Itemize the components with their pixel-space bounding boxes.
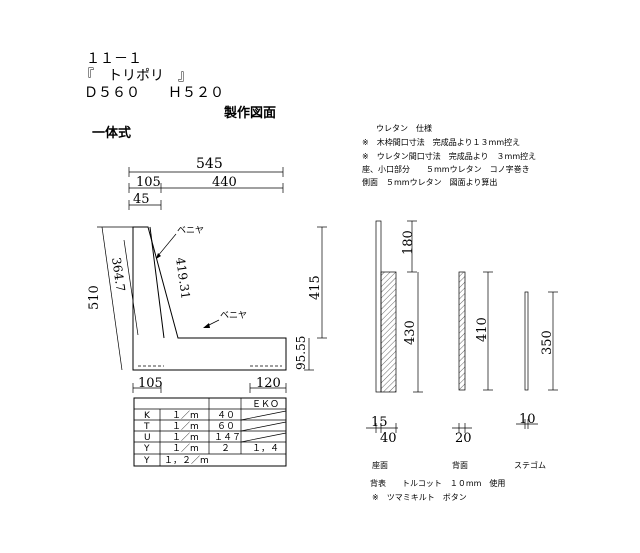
table-cell: １４７ [214,433,241,443]
table-cell: １，２／m [164,455,209,466]
part-label-back: 背面 [452,460,468,470]
note-line: 座、小口部分 ５mmウレタン コノ字巻き [362,164,530,174]
spec-table [133,397,287,467]
dim-back-top: 45 [133,192,150,207]
dim-height: 510 [87,285,102,310]
part-seat-drawing [366,220,423,433]
table-cell: ６０ [217,422,235,432]
table-cell: Y [143,444,150,454]
right-dims [304,226,327,371]
part-label-stegom: ステゴム [514,460,546,470]
dim-seat-thickness: 15 [371,415,388,430]
product-size: Ｄ５６０ Ｈ５２０ [84,85,224,101]
back-inner-line [149,226,165,339]
veneer-label-seat: ベニヤ [220,311,247,321]
dim-seat-total: 430 [403,320,418,345]
table-cell: １，４ [252,444,279,454]
sofa-profile [132,226,287,371]
table-cell: K [144,411,151,421]
footer-covering: 背表 トルコット １０mm 使用 [370,478,505,488]
note-line: 側面 ５mmウレタン 図面より算出 [362,177,497,187]
table-cell: １／m [172,443,199,454]
bottom-dims [132,383,287,393]
top-dimensions [128,167,284,210]
part-back-drawing [452,271,493,433]
dim-back-part-width: 20 [455,431,472,446]
back-inner-dim [123,239,139,336]
dim-seat-height: 95.55 [294,336,308,370]
table-cell: ４０ [217,411,235,421]
footer-button: ※ ツマミキルト ボタン [372,493,467,502]
veneer-pointer-top [156,233,177,258]
doc-title: 製作図面 [223,105,276,121]
dim-seat-upper: 180 [401,230,416,255]
dim-back-depth: 105 [136,175,161,190]
dim-bottom-front: 105 [138,376,163,391]
table-header-eko: ＥＫＯ [252,400,279,410]
veneer-arrow-top [156,253,161,259]
table-cell: T [143,422,150,432]
part-label-seat: 座面 [372,460,388,470]
table-cell: １／m [172,432,199,443]
dim-seat-width: 40 [380,431,397,446]
dim-total-depth: 545 [196,156,223,172]
type-label: 一体式 [92,125,131,141]
veneer-label-top: ベニヤ [177,226,204,236]
model-number: １１－１ [86,51,142,67]
table-cell: １／m [172,421,199,432]
dim-stegom-width: 10 [519,412,536,427]
product-name: 『 トリポリ 』 [80,68,192,84]
veneer-arrow-seat [203,323,210,328]
part-stegom-drawing [516,291,558,429]
dim-back-outer: 419.31 [173,256,193,300]
note-line: ※ 木枠間口寸法 完成品より１３mm控え [362,137,520,147]
table-cell: １／m [172,410,199,421]
dim-back-inner: 364.7 [109,256,128,292]
notes-title: ウレタン 仕様 [376,123,432,133]
note-line: ※ ウレタン間口寸法 完成品より ３mm控え [362,151,536,161]
table-cell: ２ [221,444,230,454]
left-height-dim [97,226,133,371]
dim-stegom-height: 350 [540,330,555,355]
dim-back-height: 415 [308,275,323,300]
table-cell: U [144,433,151,443]
table-cell: Y [143,456,150,466]
dim-bottom-rear: 120 [256,376,281,391]
dim-seat-depth: 440 [212,175,237,190]
dim-back-part-height: 410 [475,317,490,342]
